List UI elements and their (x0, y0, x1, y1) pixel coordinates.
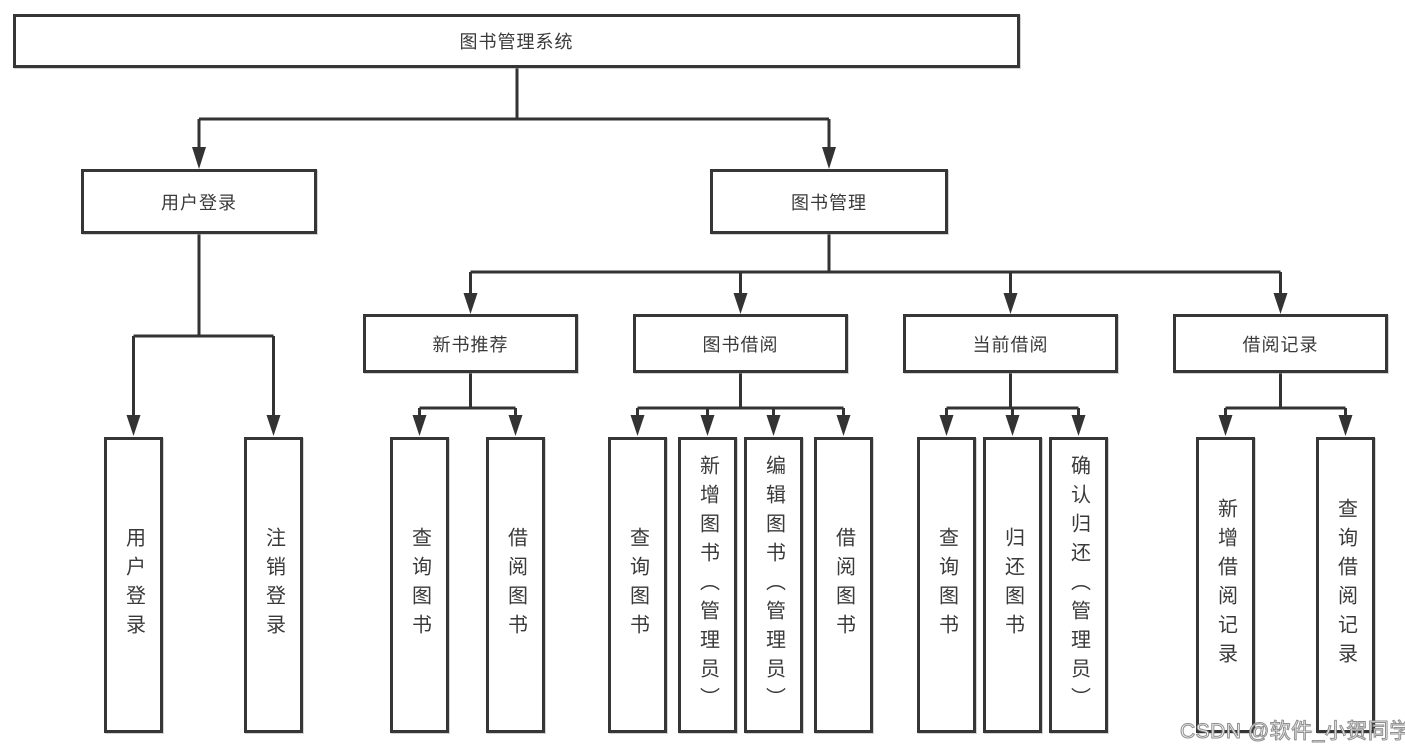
leaf-logout-label: 注销登录 (262, 527, 285, 643)
node-book-borrow: 图书借阅 (633, 314, 848, 373)
leaf-borrow-books: 借阅图书 (814, 437, 873, 733)
leaf-query-borrow-record: 查询借阅记录 (1316, 437, 1375, 733)
node-borrow-record-label: 借阅记录 (1242, 334, 1319, 355)
leaf-edit-book-admin-label: 编辑图书（管理员） (762, 454, 785, 716)
node-library-system-label: 图书管理系统 (459, 32, 574, 52)
node-user-login-label: 用户登录 (161, 192, 237, 213)
leaf-add-borrow-record: 新增借阅记录 (1196, 437, 1255, 733)
leaf-current-query-books-label: 查询图书 (935, 527, 958, 643)
leaf-borrow-books-label: 借阅图书 (832, 527, 855, 643)
leaf-return-books-label: 归还图书 (1001, 527, 1024, 643)
node-user-login: 用户登录 (81, 169, 317, 234)
leaf-add-borrow-record-label: 新增借阅记录 (1214, 498, 1237, 672)
leaf-recommend-query-books-label: 查询图书 (408, 527, 431, 643)
leaf-recommend-borrow-books-label: 借阅图书 (504, 527, 527, 643)
node-new-book-recommend: 新书推荐 (363, 314, 578, 373)
leaf-return-books: 归还图书 (983, 437, 1042, 733)
leaf-borrow-query-books: 查询图书 (608, 437, 667, 733)
leaf-confirm-return-admin: 确认归还（管理员） (1049, 437, 1108, 733)
node-book-borrow-label: 图书借阅 (702, 334, 779, 355)
node-current-borrow-label: 当前借阅 (972, 334, 1049, 355)
leaf-user-login-label: 用户登录 (122, 527, 145, 643)
leaf-logout: 注销登录 (244, 437, 303, 733)
leaf-edit-book-admin: 编辑图书（管理员） (744, 437, 803, 733)
leaf-add-book-admin: 新增图书（管理员） (678, 437, 737, 733)
leaf-borrow-query-books-label: 查询图书 (626, 527, 649, 643)
leaf-recommend-borrow-books: 借阅图书 (486, 437, 545, 733)
leaf-current-query-books: 查询图书 (917, 437, 976, 733)
leaf-query-borrow-record-label: 查询借阅记录 (1334, 498, 1357, 672)
leaf-add-book-admin-label: 新增图书（管理员） (696, 454, 719, 716)
node-borrow-record: 借阅记录 (1173, 314, 1388, 373)
arrowhead-icons (126, 147, 1353, 436)
leaf-confirm-return-admin-label: 确认归还（管理员） (1067, 454, 1090, 716)
csdn-watermark: CSDN @软件_小贺同学 (1180, 720, 1405, 744)
node-book-management: 图书管理 (710, 169, 948, 234)
node-current-borrow: 当前借阅 (903, 314, 1118, 373)
node-book-management-label: 图书管理 (791, 192, 867, 213)
leaf-user-login: 用户登录 (104, 437, 163, 733)
node-library-system: 图书管理系统 (13, 14, 1020, 68)
leaf-recommend-query-books: 查询图书 (390, 437, 449, 733)
node-new-book-recommend-label: 新书推荐 (432, 334, 509, 355)
